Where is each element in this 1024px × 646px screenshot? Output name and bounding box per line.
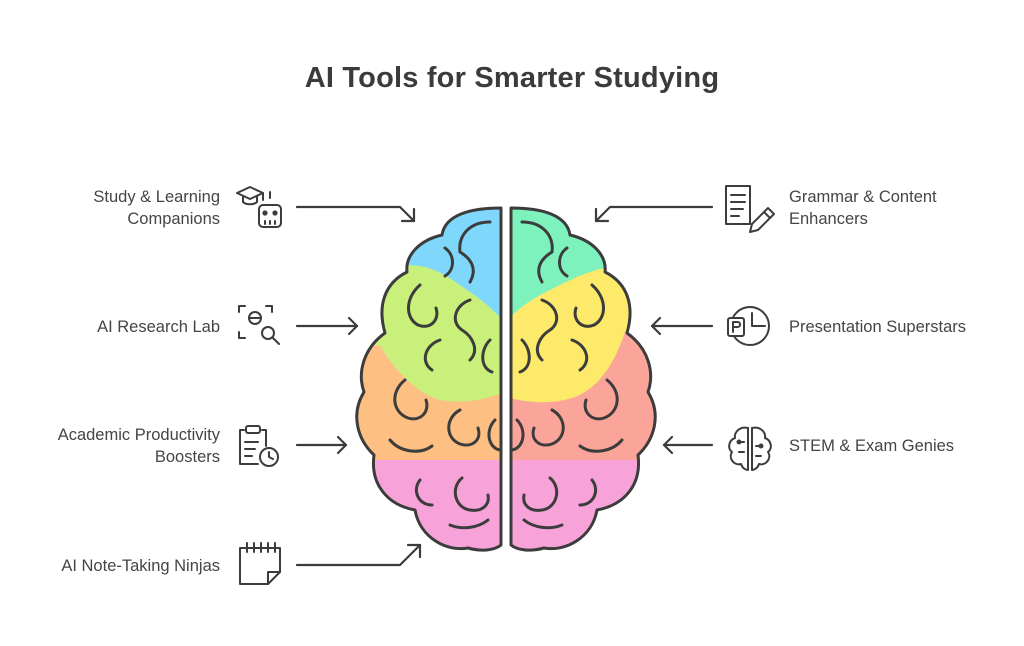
brain-region-pink [511, 455, 656, 551]
arrow-note-taking [295, 543, 422, 567]
brain-circuit-icon [728, 426, 772, 471]
clipboard-clock-icon [239, 425, 279, 467]
arrow-study-learning [295, 205, 416, 223]
arrow-presentation [650, 316, 714, 336]
document-pencil-icon [725, 185, 775, 233]
label-stem-exam-genies: STEM & Exam Genies [789, 437, 955, 455]
notepad-icon [239, 542, 281, 585]
left-gyri-lines [388, 220, 502, 530]
graduation-robot-icon [236, 186, 282, 228]
arrow-productivity [295, 435, 348, 455]
arrow-grammar [594, 205, 714, 223]
brain-region-orange [356, 345, 501, 460]
arrow-stem [662, 435, 714, 455]
label-academic-productivity-boosters: Academic Productivity Boosters [57, 426, 220, 466]
presentation-icon [727, 306, 770, 346]
label-study-learning-companions: Study & Learning Companions [93, 188, 220, 228]
label-ai-research-lab: AI Research Lab [97, 318, 220, 336]
right-hemisphere [509, 206, 657, 552]
left-hemisphere [355, 206, 503, 552]
label-presentation-superstars: Presentation Superstars [789, 318, 967, 336]
page-title: AI Tools for Smarter Studying [304, 62, 720, 94]
brain-region-salmon [511, 330, 656, 460]
right-gyri-lines [510, 220, 624, 530]
label-ai-note-taking-ninjas: AI Note-Taking Ninjas [61, 557, 220, 575]
research-search-icon [238, 305, 280, 345]
brain-region-pink [356, 455, 501, 551]
arrow-research-lab [295, 316, 359, 336]
label-grammar-content-enhancers: Grammar & Content Enhancers [789, 188, 937, 228]
connector-arrows [295, 205, 714, 567]
